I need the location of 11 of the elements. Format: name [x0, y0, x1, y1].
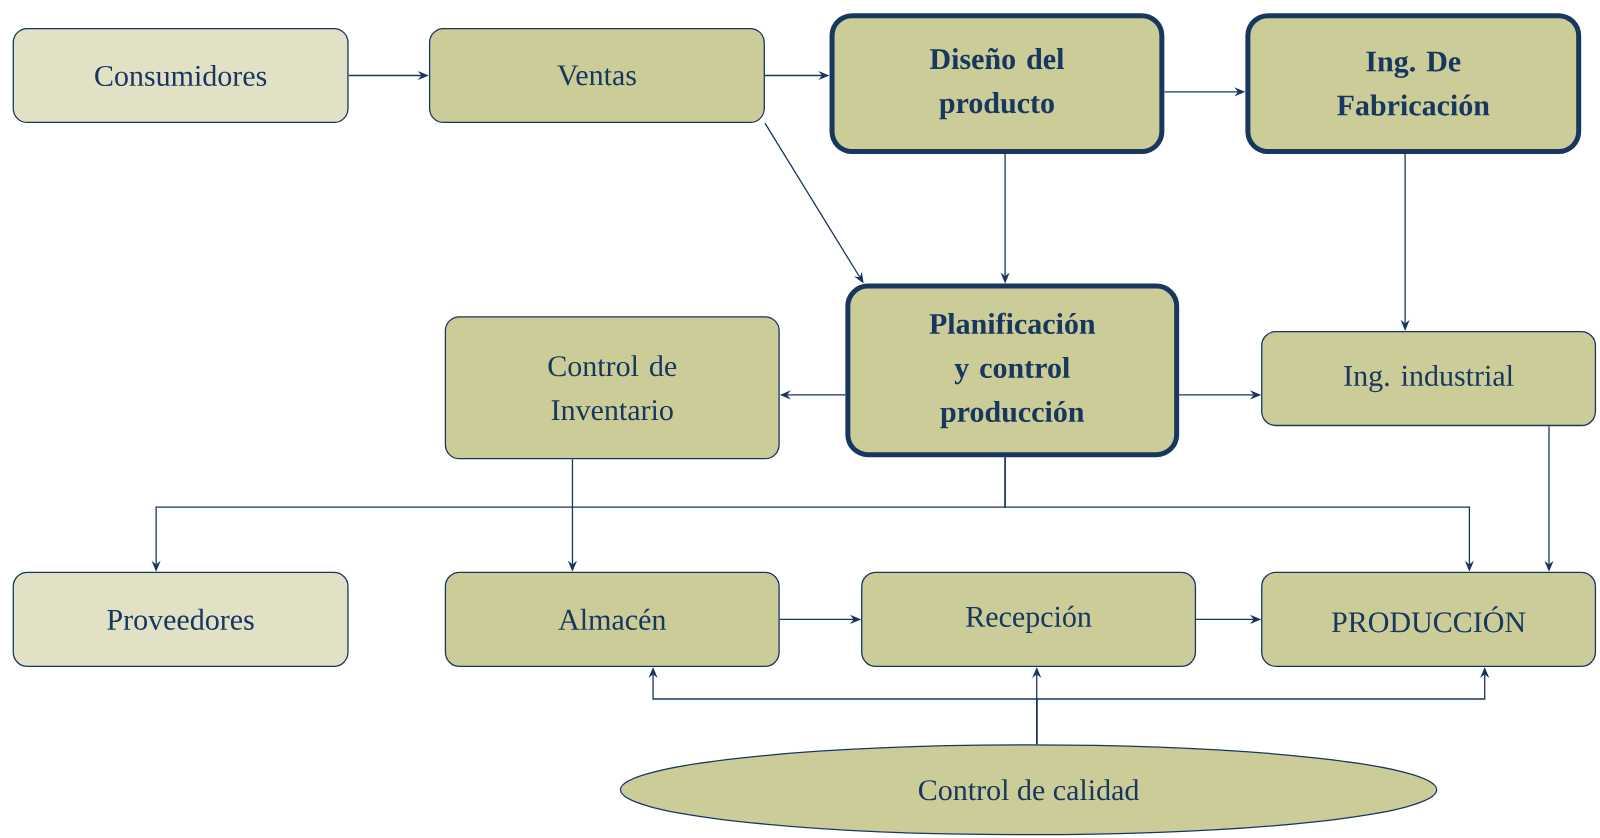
process-box: Proveedores: [12, 571, 349, 668]
process-box: Control de Inventario: [444, 316, 780, 460]
process-box: PRODUCCIÓN: [1261, 571, 1597, 668]
process-box: Recepción: [861, 571, 1197, 668]
process-box: Ventas: [428, 28, 765, 124]
process-box: Ing. De Fabricación: [1245, 13, 1582, 155]
process-box: Consumidores: [12, 28, 349, 124]
process-box: Planificación y control producción: [845, 283, 1180, 458]
process-box: Almacén: [444, 571, 780, 668]
process-box: Ing. industrial: [1261, 331, 1597, 427]
process-box: Diseño del producto: [829, 13, 1165, 155]
